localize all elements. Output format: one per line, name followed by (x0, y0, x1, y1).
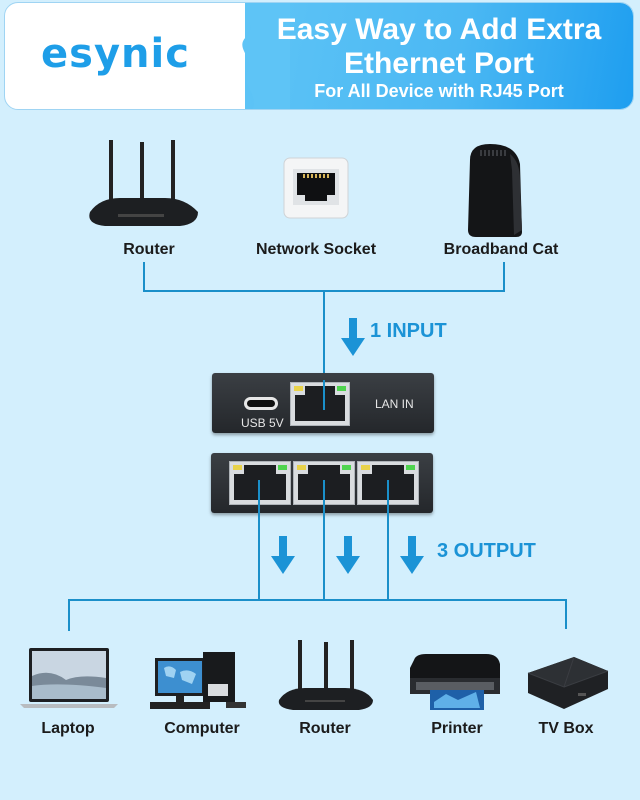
line-output-1 (258, 480, 260, 600)
banner-blue-panel (245, 3, 633, 109)
router-icon (89, 140, 198, 226)
lan-in-label: LAN IN (375, 397, 414, 411)
line-input-feed (323, 290, 325, 390)
subtitle: For All Device with RJ45 Port (314, 81, 564, 101)
title-line-2: Ethernet Port (343, 47, 535, 80)
target-label-tv-box: TV Box (538, 720, 594, 737)
input-arrow-icon (341, 318, 365, 356)
network-socket-icon (283, 157, 349, 219)
brand-logo: esynic (41, 31, 190, 77)
input-tag: 1 INPUT (370, 320, 447, 342)
target-label-printer: Printer (431, 720, 483, 737)
banner-wave-shape (242, 3, 290, 109)
laptop-icon (20, 648, 118, 708)
output-tag: 3 OUTPUT (437, 540, 536, 562)
tv-box-icon (527, 656, 609, 709)
router-icon (278, 640, 373, 710)
line-output-3 (387, 480, 389, 600)
splitter-output-box (211, 453, 433, 513)
broadband-modem-icon (468, 144, 522, 237)
source-label-network-socket: Network Socket (255, 241, 377, 258)
source-label-broadband-cat: Broadband Cat (443, 241, 559, 258)
header-banner: esynic Easy Way to Add Extra Ethernet Po… (4, 2, 634, 110)
output-arrow-icon (336, 536, 360, 574)
line-tvbox-drop (565, 599, 567, 629)
target-label-computer: Computer (164, 720, 240, 737)
output-arrow-icon (400, 536, 424, 574)
line-router-drop (143, 262, 145, 292)
line-laptop-drop (68, 599, 70, 631)
line-output-2 (323, 480, 325, 600)
source-label-router: Router (123, 241, 175, 258)
title-line-1: Easy Way to Add Extra (276, 13, 602, 46)
lan-in-port (290, 382, 350, 426)
line-target-bus (68, 599, 567, 601)
line-modem-drop (503, 262, 505, 292)
output-port-1 (229, 461, 291, 505)
desktop-computer-icon (150, 652, 246, 709)
target-label-router: Router (299, 720, 351, 737)
led-yellow (294, 386, 303, 391)
usb-label: USB 5V (241, 416, 284, 430)
led-green (337, 386, 346, 391)
target-label-laptop: Laptop (41, 720, 95, 737)
line-input-plug (323, 380, 325, 410)
printer-icon (410, 654, 500, 710)
usb-c-port (244, 397, 278, 410)
output-arrow-icon (271, 536, 295, 574)
